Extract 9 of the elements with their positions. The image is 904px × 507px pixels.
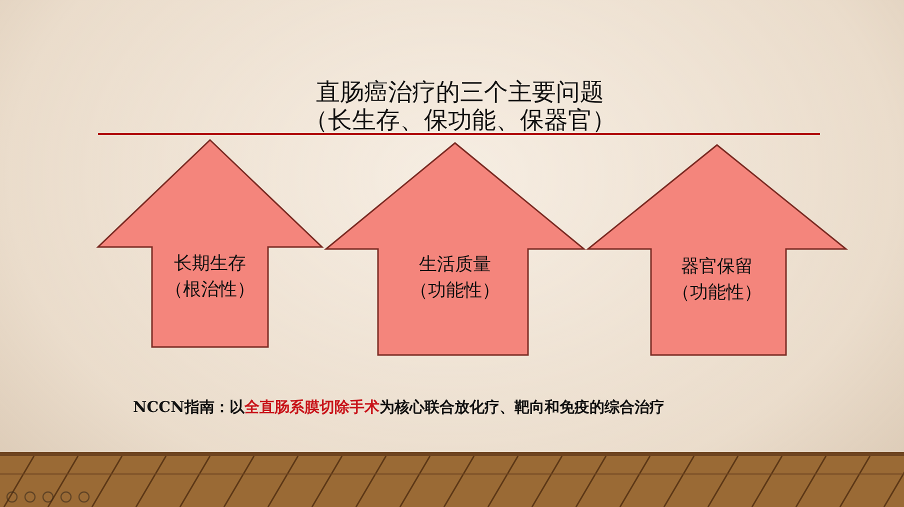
- arrow-label: 器官保留: [680, 255, 754, 279]
- arrow-label: （根治性）: [164, 278, 256, 302]
- slide-subtitle: （长生存、保功能、保器官）: [303, 106, 617, 134]
- slide-title: 直肠癌治疗的三个主要问题: [315, 78, 605, 106]
- arrow-label: 生活质量: [418, 253, 492, 277]
- arrow-label: （功能性）: [671, 281, 763, 305]
- arrow-label: （功能性）: [409, 279, 501, 303]
- guideline-note: NCCN指南：以全直肠系膜切除手术为核心联合放化疗、靶向和免疫的综合治疗: [133, 398, 664, 417]
- arrow-label: 长期生存: [173, 252, 247, 276]
